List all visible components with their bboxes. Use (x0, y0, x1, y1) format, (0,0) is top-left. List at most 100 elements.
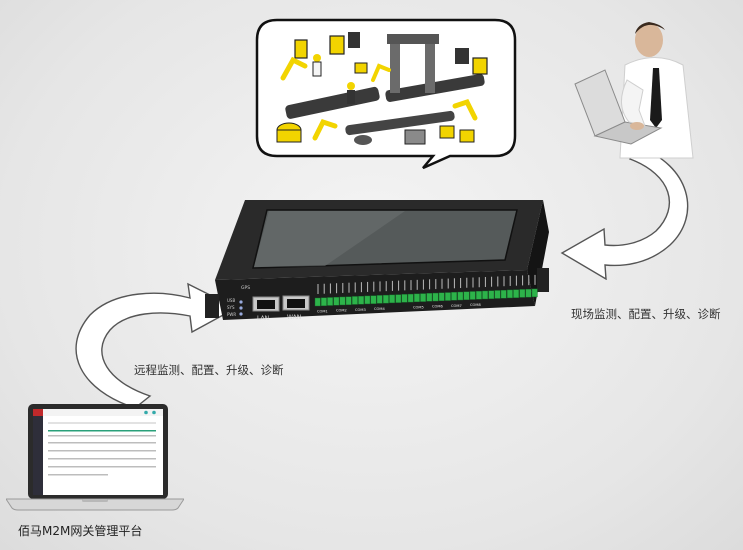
com-label: COM7 (451, 304, 462, 308)
pin-label-mark (534, 274, 536, 285)
pin-label-mark (491, 276, 493, 287)
terminal-block (531, 288, 538, 298)
terminal-block (513, 289, 519, 298)
terminal-block-strip (314, 274, 538, 307)
sys-label: SYS (227, 305, 235, 310)
pin-label-mark (528, 275, 530, 286)
factory-illustration-bubble (255, 18, 517, 170)
m2m-gateway-device: LAN WAN GPS USB SYS PWR COM1 COM2 COM3 COM4… (205, 200, 549, 322)
platform-screen (33, 409, 163, 495)
pin-label-mark (323, 283, 325, 294)
pin-label-mark (497, 276, 499, 287)
terminal-block (519, 289, 526, 298)
pin-label-mark (522, 275, 524, 286)
terminal-block (426, 293, 433, 302)
terminal-block (370, 295, 377, 304)
local-maintenance-caption: 现场监测、配置、升级、诊断 (571, 307, 721, 321)
lan-label: LAN (257, 315, 269, 322)
terminal-block (469, 291, 476, 300)
usb-label: USB (227, 298, 235, 303)
pwr-label: PWR (227, 312, 236, 317)
terminal-block (482, 290, 488, 300)
pin-label-mark (429, 279, 431, 290)
pin-label-mark (410, 280, 412, 291)
terminal-block (500, 289, 507, 299)
terminal-block (358, 295, 364, 305)
management-laptop-icon (6, 404, 184, 511)
terminal-block (457, 291, 464, 301)
terminal-block (476, 291, 482, 300)
worker-icon (312, 54, 355, 104)
pin-label-mark (317, 284, 319, 294)
pin-label-mark (509, 275, 511, 286)
terminal-block (488, 290, 495, 299)
terminal-block (444, 292, 451, 301)
com-label: COM6 (432, 305, 443, 309)
status-led-icon (239, 300, 243, 316)
pin-label-mark (478, 277, 480, 288)
terminal-block (407, 293, 414, 303)
pin-label-mark (385, 281, 387, 292)
pin-label-mark (515, 275, 517, 286)
terminal-block (333, 297, 340, 306)
pin-label-mark (484, 276, 486, 287)
pin-label-mark (404, 280, 406, 291)
pin-label-mark (367, 281, 369, 292)
storage-tank-icon (276, 122, 372, 145)
terminal-block (413, 293, 420, 303)
terminal-block (438, 292, 445, 302)
pin-label-mark (472, 277, 474, 288)
platform-name-caption: 佰马M2M网关管理平台 (18, 524, 143, 538)
terminal-block (345, 296, 352, 305)
remote-maintenance-caption: 远程监测、配置、升级、诊断 (134, 363, 284, 377)
terminal-block (525, 288, 532, 298)
mounting-ear-right (537, 268, 549, 292)
pin-label-mark (441, 278, 443, 289)
pin-label-mark (398, 280, 400, 291)
com-label: COM2 (336, 309, 347, 313)
pin-label-mark (379, 281, 381, 292)
pin-label-mark (447, 278, 449, 289)
terminal-block (463, 291, 470, 300)
remote-arrow-icon (75, 282, 238, 409)
com-label: COM1 (317, 309, 328, 313)
terminal-block (389, 294, 395, 304)
pin-label-mark (466, 277, 468, 288)
pin-label-mark (435, 279, 437, 290)
mounting-ear-left (205, 294, 219, 318)
local-arrow-icon (560, 146, 689, 280)
gps-label: GPS (241, 285, 250, 291)
terminal-block (351, 296, 358, 305)
pin-label-mark (453, 278, 455, 289)
terminal-block (339, 296, 346, 306)
pin-label-mark (360, 282, 362, 293)
pin-label-mark (373, 281, 375, 292)
pin-label-mark (329, 283, 331, 294)
ethernet-port-icon (252, 295, 310, 312)
terminal-block (432, 292, 439, 302)
pin-label-mark (342, 282, 344, 293)
terminal-block (401, 294, 408, 303)
platform-sidebar (33, 416, 43, 495)
terminal-block (451, 292, 457, 301)
com-label: COM4 (374, 307, 385, 311)
terminal-block (494, 290, 501, 299)
terminal-block (327, 297, 334, 306)
machine-gate-icon (387, 34, 439, 93)
terminal-block (320, 297, 327, 306)
terminal-block (376, 295, 383, 304)
pin-label-mark (416, 279, 418, 290)
cargo-box-icon (354, 62, 475, 145)
platform-table (48, 422, 156, 476)
terminal-block (314, 297, 321, 307)
pin-label-mark (503, 276, 505, 287)
pin-label-mark (354, 282, 356, 293)
barrel-icon (294, 32, 488, 75)
wan-label: WAN (287, 314, 301, 321)
robot-arm-icon (280, 56, 478, 141)
terminal-block (382, 294, 389, 304)
pin-label-mark (336, 283, 338, 294)
com-label: COM3 (355, 308, 366, 312)
com-label: COM8 (470, 303, 481, 307)
